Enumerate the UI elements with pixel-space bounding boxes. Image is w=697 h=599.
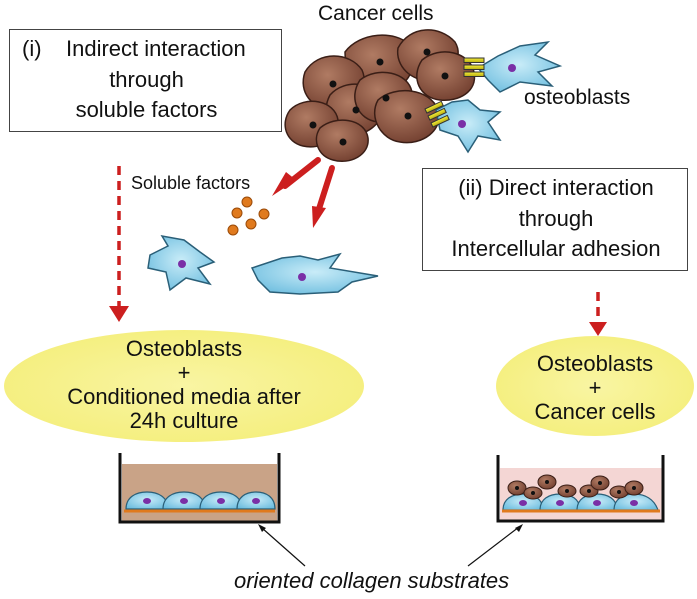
osteoblasts-label: osteoblasts	[524, 86, 631, 109]
osteoblast-left	[147, 234, 216, 292]
cancer-cells-label: Cancer cells	[318, 2, 434, 25]
left-culture-well	[118, 453, 281, 524]
left-ellipse-line4: 24h culture	[129, 408, 239, 433]
left-ellipse-shape	[4, 330, 364, 442]
soluble-factors-label: Soluble factors	[131, 173, 251, 193]
right-ellipse-shape	[496, 336, 694, 436]
adhesion-junction-lower	[424, 100, 450, 128]
dashed-arrow-right	[589, 292, 607, 336]
soluble-factor-dots	[227, 196, 270, 236]
solid-arrows	[272, 157, 335, 228]
indirect-box-line1: (i) Indirect interaction	[22, 36, 246, 61]
indirect-interaction-box: (i) Indirect interaction through soluble…	[9, 29, 282, 132]
oriented-collagen-label: oriented collagen substrates	[234, 568, 510, 593]
osteoblast-center	[250, 252, 379, 295]
substrate-pointer-left	[258, 524, 306, 567]
right-ellipse-line1: Osteoblasts	[536, 351, 654, 376]
direct-box-line2: through	[518, 206, 594, 231]
osteoblast-upper-right	[476, 40, 563, 93]
substrate-pointer-right	[467, 524, 523, 567]
indirect-box-line3: soluble factors	[75, 97, 218, 122]
osteoblast-lower-right	[435, 99, 502, 154]
left-ellipse-line2: +	[177, 360, 191, 385]
adhesion-junction-upper	[463, 57, 485, 77]
right-culture-well	[496, 455, 665, 523]
right-ellipse-line3: Cancer cells	[534, 399, 656, 424]
right-ellipse-line2: +	[588, 375, 602, 400]
cancer-cell-cluster	[284, 29, 476, 162]
dashed-arrow-left	[109, 166, 129, 322]
left-ellipse-line1: Osteoblasts	[125, 336, 243, 361]
direct-interaction-box: (ii) Direct interaction through Intercel…	[422, 168, 688, 271]
left-ellipse-line3: Conditioned media after	[67, 384, 301, 409]
direct-box-line1: (ii) Direct interaction	[458, 175, 654, 200]
indirect-box-line2: through	[109, 67, 184, 92]
left-ellipse-text: Osteoblasts + Conditioned media after 24…	[24, 337, 344, 433]
right-ellipse-text: Osteoblasts + Cancer cells	[505, 352, 685, 424]
direct-box-line3: Intercellular adhesion	[451, 236, 661, 261]
cancer-cell-nuclei	[309, 48, 449, 146]
